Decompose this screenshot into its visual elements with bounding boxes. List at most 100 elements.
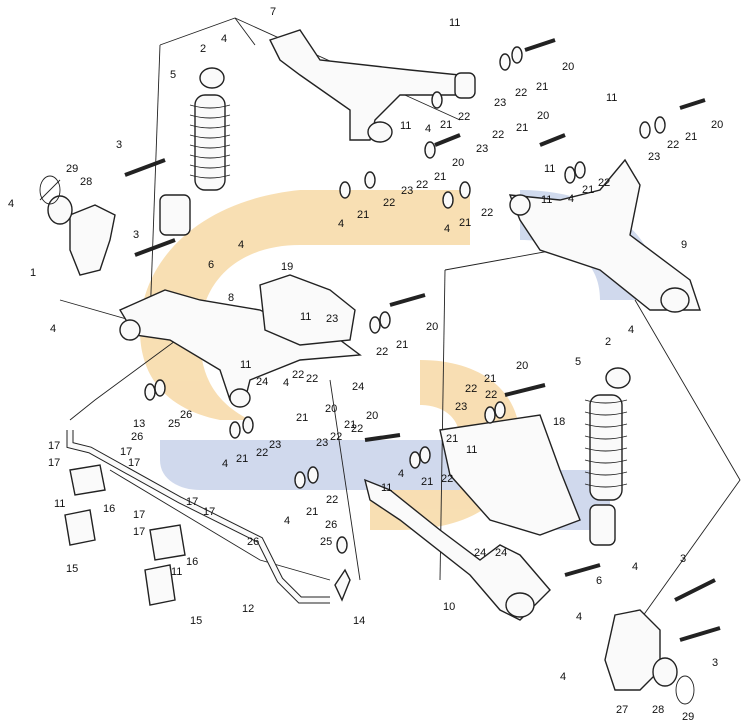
callout-11: 11 — [300, 311, 311, 323]
callout-3: 3 — [116, 139, 122, 151]
callout-9: 9 — [681, 239, 687, 251]
washers — [144, 46, 666, 554]
callout-22: 22 — [351, 423, 363, 435]
callout-20: 20 — [562, 61, 574, 73]
callout-16: 16 — [186, 556, 198, 568]
callout-24: 24 — [495, 547, 507, 559]
callout-4: 4 — [283, 377, 289, 389]
callout-21: 21 — [236, 453, 248, 465]
callout-21: 21 — [357, 209, 369, 221]
callout-23: 23 — [269, 439, 281, 451]
callout-17: 17 — [48, 457, 60, 469]
callout-25: 25 — [320, 536, 332, 548]
callout-22: 22 — [256, 447, 268, 459]
callout-21: 21 — [396, 339, 408, 351]
callout-25: 25 — [168, 418, 180, 430]
callout-4: 4 — [8, 198, 14, 210]
callout-22: 22 — [416, 179, 428, 191]
callout-20: 20 — [426, 321, 438, 333]
callout-11: 11 — [381, 482, 392, 494]
callout-23: 23 — [401, 185, 413, 197]
callout-22: 22 — [465, 383, 477, 395]
callout-20: 20 — [325, 403, 337, 415]
bolts — [124, 38, 721, 642]
callout-labels: 1 2 2 3 3 3 3 4 4 4 4 4 4 4 4 4 4 4 4 4 … — [8, 6, 723, 723]
callout-15: 15 — [66, 563, 78, 575]
callout-22: 22 — [458, 111, 470, 123]
callout-22: 22 — [598, 177, 610, 189]
callout-20: 20 — [537, 110, 549, 122]
upper-a-arm-front — [269, 29, 476, 143]
callout-11: 11 — [466, 444, 477, 456]
callout-21: 21 — [536, 81, 548, 93]
callout-26: 26 — [325, 519, 337, 531]
callout-3: 3 — [133, 229, 139, 241]
callout-23: 23 — [494, 97, 506, 109]
callout-2: 2 — [200, 43, 206, 55]
callout-22: 22 — [492, 129, 504, 141]
callout-21: 21 — [421, 476, 433, 488]
callout-23: 23 — [316, 437, 328, 449]
callout-23: 23 — [455, 401, 467, 413]
callout-10: 10 — [443, 601, 455, 613]
callout-27: 27 — [616, 704, 628, 716]
callout-4: 4 — [576, 611, 582, 623]
callout-20: 20 — [452, 157, 464, 169]
callout-22: 22 — [515, 87, 527, 99]
callout-21: 21 — [434, 171, 446, 183]
callout-21: 21 — [516, 122, 528, 134]
leader-lines — [39, 17, 741, 621]
callout-16: 16 — [103, 503, 115, 515]
watermark-blue-band — [160, 440, 460, 490]
callout-17: 17 — [133, 509, 145, 521]
callout-20: 20 — [516, 360, 528, 372]
callout-5: 5 — [575, 356, 581, 368]
callout-20: 20 — [366, 410, 378, 422]
callout-12: 12 — [242, 603, 254, 615]
callout-26: 26 — [180, 409, 192, 421]
callout-29: 29 — [66, 163, 78, 175]
callout-3: 3 — [712, 657, 718, 669]
callout-4: 4 — [628, 324, 634, 336]
callout-17: 17 — [48, 440, 60, 452]
callout-4: 4 — [560, 671, 566, 683]
callout-17: 17 — [120, 446, 132, 458]
callout-21: 21 — [344, 419, 356, 431]
callout-6: 6 — [596, 575, 602, 587]
lower-a-arm-rear — [363, 414, 581, 621]
watermark-orange-c — [140, 190, 470, 420]
stabilizer-clamps — [64, 464, 186, 606]
callout-19: 19 — [281, 261, 293, 273]
callout-22: 22 — [383, 197, 395, 209]
lower-a-arm-front — [118, 274, 362, 408]
callout-18: 18 — [553, 416, 565, 428]
callout-4: 4 — [222, 458, 228, 470]
callout-22: 22 — [292, 369, 304, 381]
callout-17: 17 — [128, 457, 140, 469]
callout-6: 6 — [208, 259, 214, 271]
callout-22: 22 — [306, 373, 318, 385]
callout-22: 22 — [667, 139, 679, 151]
callout-29: 29 — [682, 711, 694, 723]
callout-21: 21 — [459, 217, 471, 229]
rear-knuckle — [604, 609, 695, 705]
callout-15: 15 — [190, 615, 202, 627]
stabilizer-bar — [66, 430, 351, 604]
callout-11: 11 — [54, 498, 65, 510]
callout-21: 21 — [440, 119, 452, 131]
callout-21: 21 — [306, 506, 318, 518]
callout-22: 22 — [330, 431, 342, 443]
callout-1: 1 — [30, 267, 36, 279]
callout-4: 4 — [50, 323, 56, 335]
callout-4: 4 — [238, 239, 244, 251]
callout-7: 7 — [270, 6, 276, 18]
callout-4: 4 — [632, 561, 638, 573]
callout-26: 26 — [131, 431, 143, 443]
callout-21: 21 — [582, 184, 594, 196]
callout-24: 24 — [256, 376, 268, 388]
callout-17: 17 — [203, 506, 215, 518]
callout-22: 22 — [326, 494, 338, 506]
callout-14: 14 — [353, 615, 365, 627]
